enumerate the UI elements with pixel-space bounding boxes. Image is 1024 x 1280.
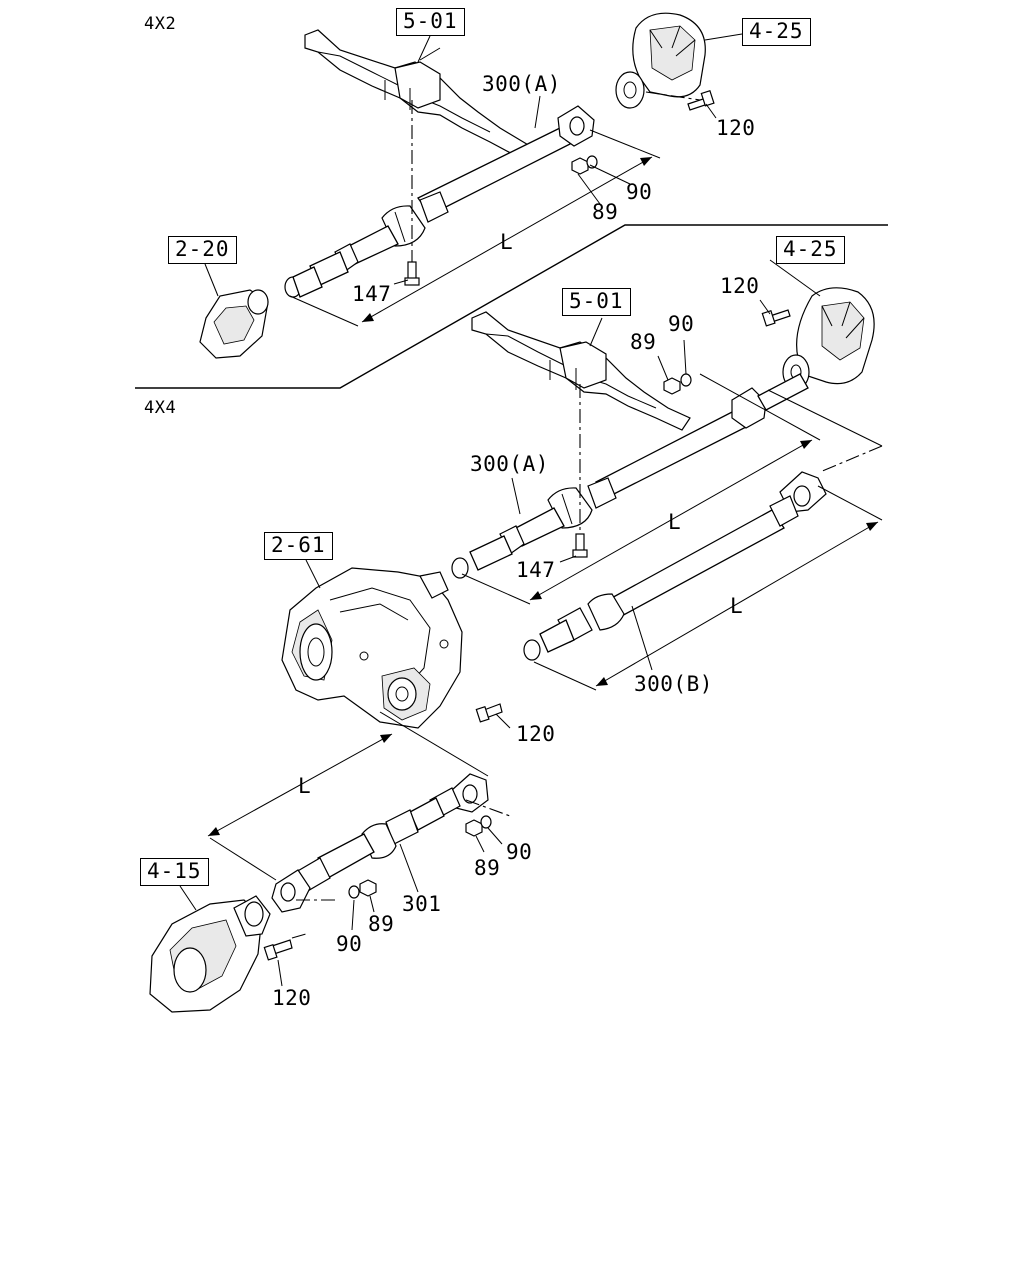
label-l-lower-a: L bbox=[668, 510, 682, 534]
dimension-l-lower-b bbox=[533, 389, 883, 691]
ref-box-4-25-upper[interactable]: 4-25 bbox=[742, 18, 811, 46]
label-89-upper: 89 bbox=[592, 200, 619, 224]
frame-crossmember-lower bbox=[471, 311, 691, 431]
leader-lines-upper bbox=[204, 33, 743, 297]
leader-lines-lower bbox=[179, 259, 821, 987]
ref-box-4-15[interactable]: 4-15 bbox=[140, 858, 209, 886]
ref-box-2-61[interactable]: 2-61 bbox=[264, 532, 333, 560]
rear-differential-upper bbox=[615, 12, 706, 109]
label-120-upper: 120 bbox=[716, 116, 756, 140]
dimension-l-lower-a bbox=[461, 373, 821, 605]
ref-box-4-25-lower[interactable]: 4-25 bbox=[776, 236, 845, 264]
transmission-output-upper bbox=[199, 289, 269, 359]
frame-crossmember-upper bbox=[304, 29, 531, 159]
label-301: 301 bbox=[402, 892, 442, 916]
nut-washer-upper bbox=[571, 155, 598, 175]
label-90-lower: 90 bbox=[668, 312, 695, 336]
label-300b: 300(B) bbox=[634, 672, 713, 696]
label-120-transfer: 120 bbox=[516, 722, 556, 746]
label-90-front-upper: 90 bbox=[506, 840, 533, 864]
label-120-front: 120 bbox=[272, 986, 312, 1010]
rear-differential-lower bbox=[782, 287, 875, 390]
label-l-lower-b: L bbox=[730, 594, 744, 618]
front-propeller-shaft-301 bbox=[271, 773, 489, 913]
bolt-120-front bbox=[263, 933, 307, 961]
label-89-front-lower: 89 bbox=[368, 912, 395, 936]
bolt-120-upper bbox=[687, 89, 715, 111]
nut-washer-front-lower bbox=[348, 879, 377, 899]
label-l-upper: L bbox=[500, 230, 514, 254]
ref-box-5-01-upper[interactable]: 5-01 bbox=[396, 8, 465, 36]
dimension-l-upper bbox=[289, 129, 661, 327]
section-divider-line bbox=[135, 224, 888, 389]
front-differential bbox=[149, 895, 271, 1013]
bolt-120-transfer bbox=[475, 703, 503, 723]
section-label-4x4: 4X4 bbox=[144, 398, 177, 418]
dimension-l-front bbox=[207, 711, 511, 901]
label-120-lower-rear: 120 bbox=[720, 274, 760, 298]
section-label-4x2: 4X2 bbox=[144, 14, 177, 34]
label-89-lower: 89 bbox=[630, 330, 657, 354]
nut-washer-lower bbox=[663, 373, 692, 395]
bolt-120-lower-rear bbox=[761, 309, 791, 327]
propeller-shaft-300a-lower bbox=[451, 373, 809, 579]
label-147-upper: 147 bbox=[352, 282, 392, 306]
label-l-front: L bbox=[298, 774, 312, 798]
ref-box-2-20[interactable]: 2-20 bbox=[168, 236, 237, 264]
nut-washer-front-upper bbox=[465, 815, 492, 837]
label-90-upper: 90 bbox=[626, 180, 653, 204]
transfer-case bbox=[281, 567, 463, 729]
bolt-147-upper bbox=[404, 100, 420, 286]
ref-box-5-01-lower[interactable]: 5-01 bbox=[562, 288, 631, 316]
label-147-lower: 147 bbox=[516, 558, 556, 582]
label-300a-upper: 300(A) bbox=[482, 72, 561, 96]
propeller-shaft-300a-upper bbox=[284, 105, 595, 298]
label-300a-lower: 300(A) bbox=[470, 452, 549, 476]
label-89-front-upper: 89 bbox=[474, 856, 501, 880]
propeller-shaft-300b bbox=[523, 471, 827, 661]
bolt-147-lower bbox=[572, 384, 588, 558]
label-90-front-lower: 90 bbox=[336, 932, 363, 956]
